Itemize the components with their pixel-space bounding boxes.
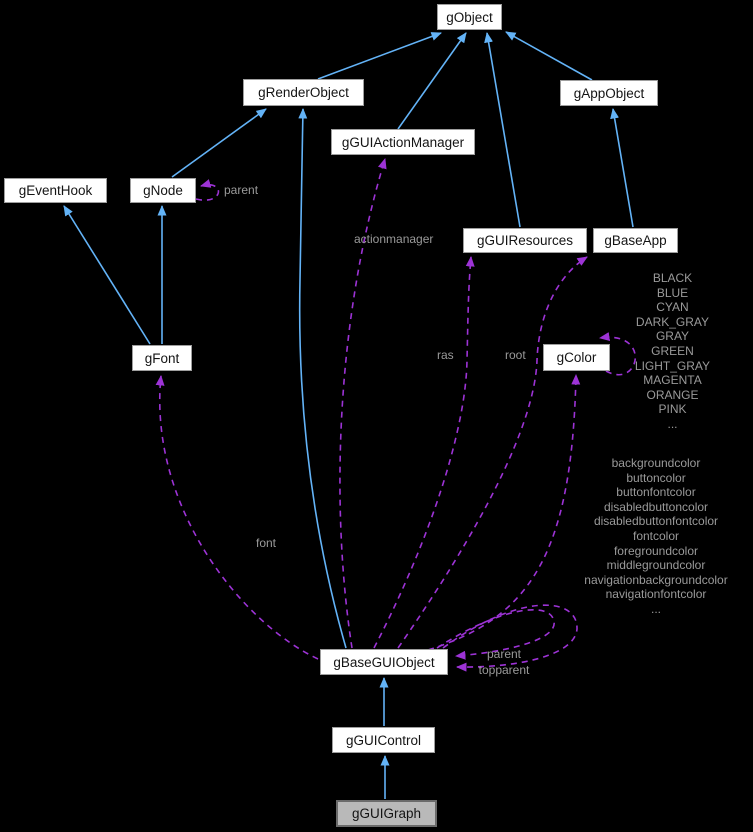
- class-node-gguigraph[interactable]: gGUIGraph: [336, 800, 437, 827]
- usage-arrow-gbaseguiobject-self-topparent: [442, 604, 578, 672]
- inheritance-arrow-gbaseapp-to-gappobject: [610, 108, 634, 228]
- class-node-gbaseapp[interactable]: gBaseApp: [593, 228, 678, 253]
- inheritance-arrow-gfont-to-geventhook: [63, 205, 151, 345]
- usage-arrow-gbaseguiobject-self-parent: [436, 609, 555, 660]
- class-node-gguiresources[interactable]: gGUIResources: [463, 228, 587, 253]
- inheritance-arrow-gbaseguiobject-to-grenderobject: [298, 108, 347, 649]
- class-node-gappobject[interactable]: gAppObject: [560, 80, 658, 106]
- class-node-gfont[interactable]: gFont: [132, 345, 192, 371]
- inheritance-arrow-gguiresources-to-gobject: [484, 32, 521, 228]
- class-node-gcolor[interactable]: gColor: [543, 344, 610, 371]
- usage-arrow-gbaseguiobject-to-gcolor: [427, 374, 581, 651]
- usage-arrow-gbaseguiobject-to-gguiresources: [373, 256, 475, 649]
- class-node-gguicontrol[interactable]: gGUIControl: [332, 727, 435, 753]
- usage-arrow-gbaseguiobject-to-gguiactionmanager: [339, 158, 387, 649]
- usage-arrow-gbaseguiobject-to-gbaseapp: [397, 256, 588, 649]
- usage-arrow-gnode-self-parent: [195, 179, 220, 201]
- class-node-geventhook[interactable]: gEventHook: [4, 178, 107, 203]
- inheritance-arrow-grenderobject-to-gobject: [317, 32, 442, 80]
- class-node-gbaseguiobject[interactable]: gBaseGUIObject: [320, 649, 448, 675]
- usage-arrow-gcolor-self-constants: [599, 332, 637, 376]
- inheritance-arrow-gnode-to-grenderobject: [171, 108, 267, 178]
- class-node-gobject[interactable]: gObject: [437, 4, 502, 30]
- class-node-grenderobject[interactable]: gRenderObject: [243, 79, 364, 106]
- inheritance-arrow-gappobject-to-gobject: [505, 31, 593, 81]
- class-node-gguiactionmanager[interactable]: gGUIActionManager: [331, 129, 475, 155]
- class-node-gnode[interactable]: gNode: [130, 178, 196, 203]
- inheritance-arrow-gguiactionmanager-to-gobject: [397, 32, 467, 130]
- usage-arrow-gbaseguiobject-to-gfont: [155, 375, 319, 660]
